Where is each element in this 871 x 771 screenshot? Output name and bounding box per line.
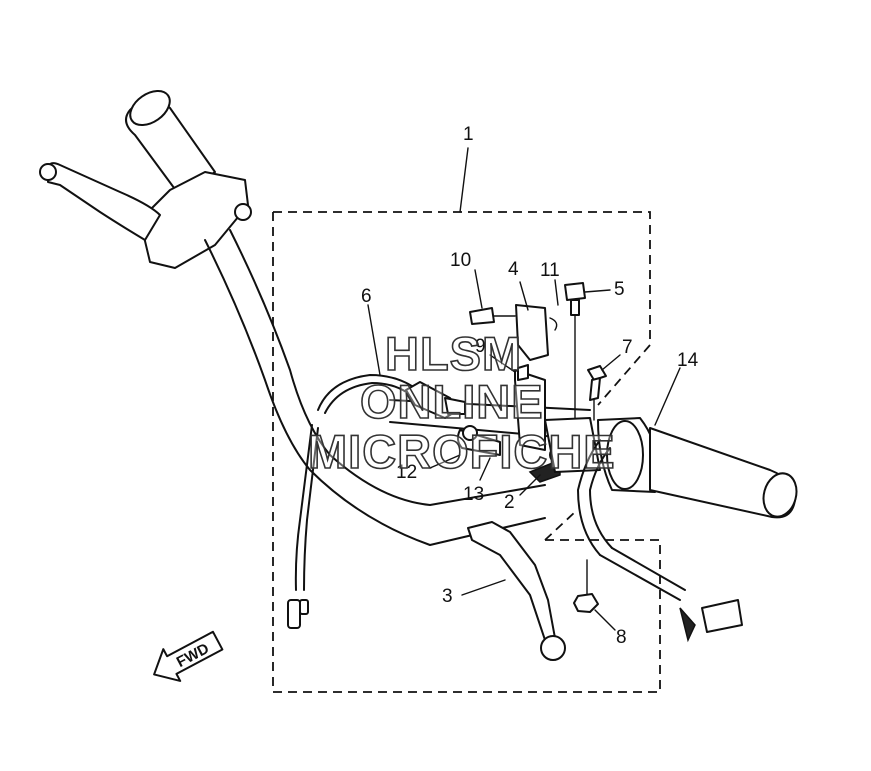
brake-switch-assembly — [405, 381, 501, 456]
left-grip-assembly — [39, 89, 252, 269]
part-number-13: 13 — [463, 484, 484, 505]
part-number-7: 7 — [622, 337, 633, 358]
leader-lines — [367, 147, 681, 631]
bolt-5 — [564, 282, 586, 446]
nut-8 — [573, 559, 599, 613]
part-number-11: 11 — [540, 260, 560, 281]
part-numbers: 1 2 3 4 5 6 7 8 9 10 11 12 13 14 — [361, 124, 699, 648]
bracket-assembly — [469, 304, 558, 451]
throttle-cable — [287, 374, 421, 629]
watermark-line-1: HLSM — [385, 327, 522, 380]
watermark-line-2: ONLINE — [360, 375, 544, 428]
fwd-arrow: FWD — [153, 630, 224, 682]
watermark-line-3: MICROFICHE — [308, 425, 616, 478]
part-number-9: 9 — [475, 336, 486, 357]
screw-7 — [587, 365, 607, 421]
part-number-8: 8 — [616, 627, 627, 648]
part-number-12: 12 — [396, 462, 417, 483]
handlebar-tube — [204, 229, 591, 546]
part-number-1: 1 — [463, 124, 474, 145]
right-grip-assembly — [577, 417, 798, 601]
lever-pivot — [528, 417, 601, 483]
part-number-4: 4 — [508, 259, 519, 280]
part-number-10: 10 — [450, 250, 471, 271]
wire-connector — [679, 599, 743, 643]
part-number-2: 2 — [504, 492, 515, 513]
part-number-5: 5 — [614, 279, 625, 300]
part-number-14: 14 — [677, 350, 699, 371]
watermark: HLSM ONLINE MICROFICHE — [307, 326, 616, 479]
part-number-6: 6 — [361, 286, 372, 307]
part-number-3: 3 — [442, 586, 453, 607]
assembly-boundary — [272, 211, 661, 693]
brake-lever — [467, 521, 566, 661]
